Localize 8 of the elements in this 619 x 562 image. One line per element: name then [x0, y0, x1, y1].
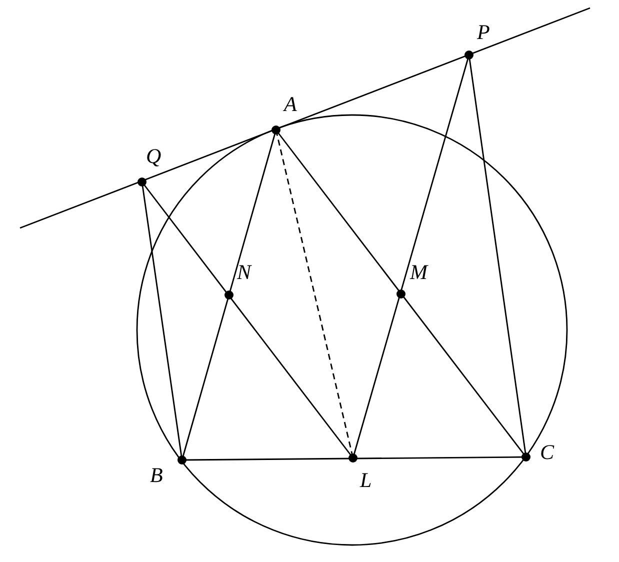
point-label: A [284, 94, 297, 115]
point-label: B [150, 465, 163, 486]
point-label: C [540, 442, 554, 463]
point-label: P [477, 22, 490, 43]
point-label: L [360, 470, 372, 491]
point-label: M [410, 262, 428, 283]
point-label: N [237, 262, 252, 283]
point-label: Q [146, 146, 162, 167]
